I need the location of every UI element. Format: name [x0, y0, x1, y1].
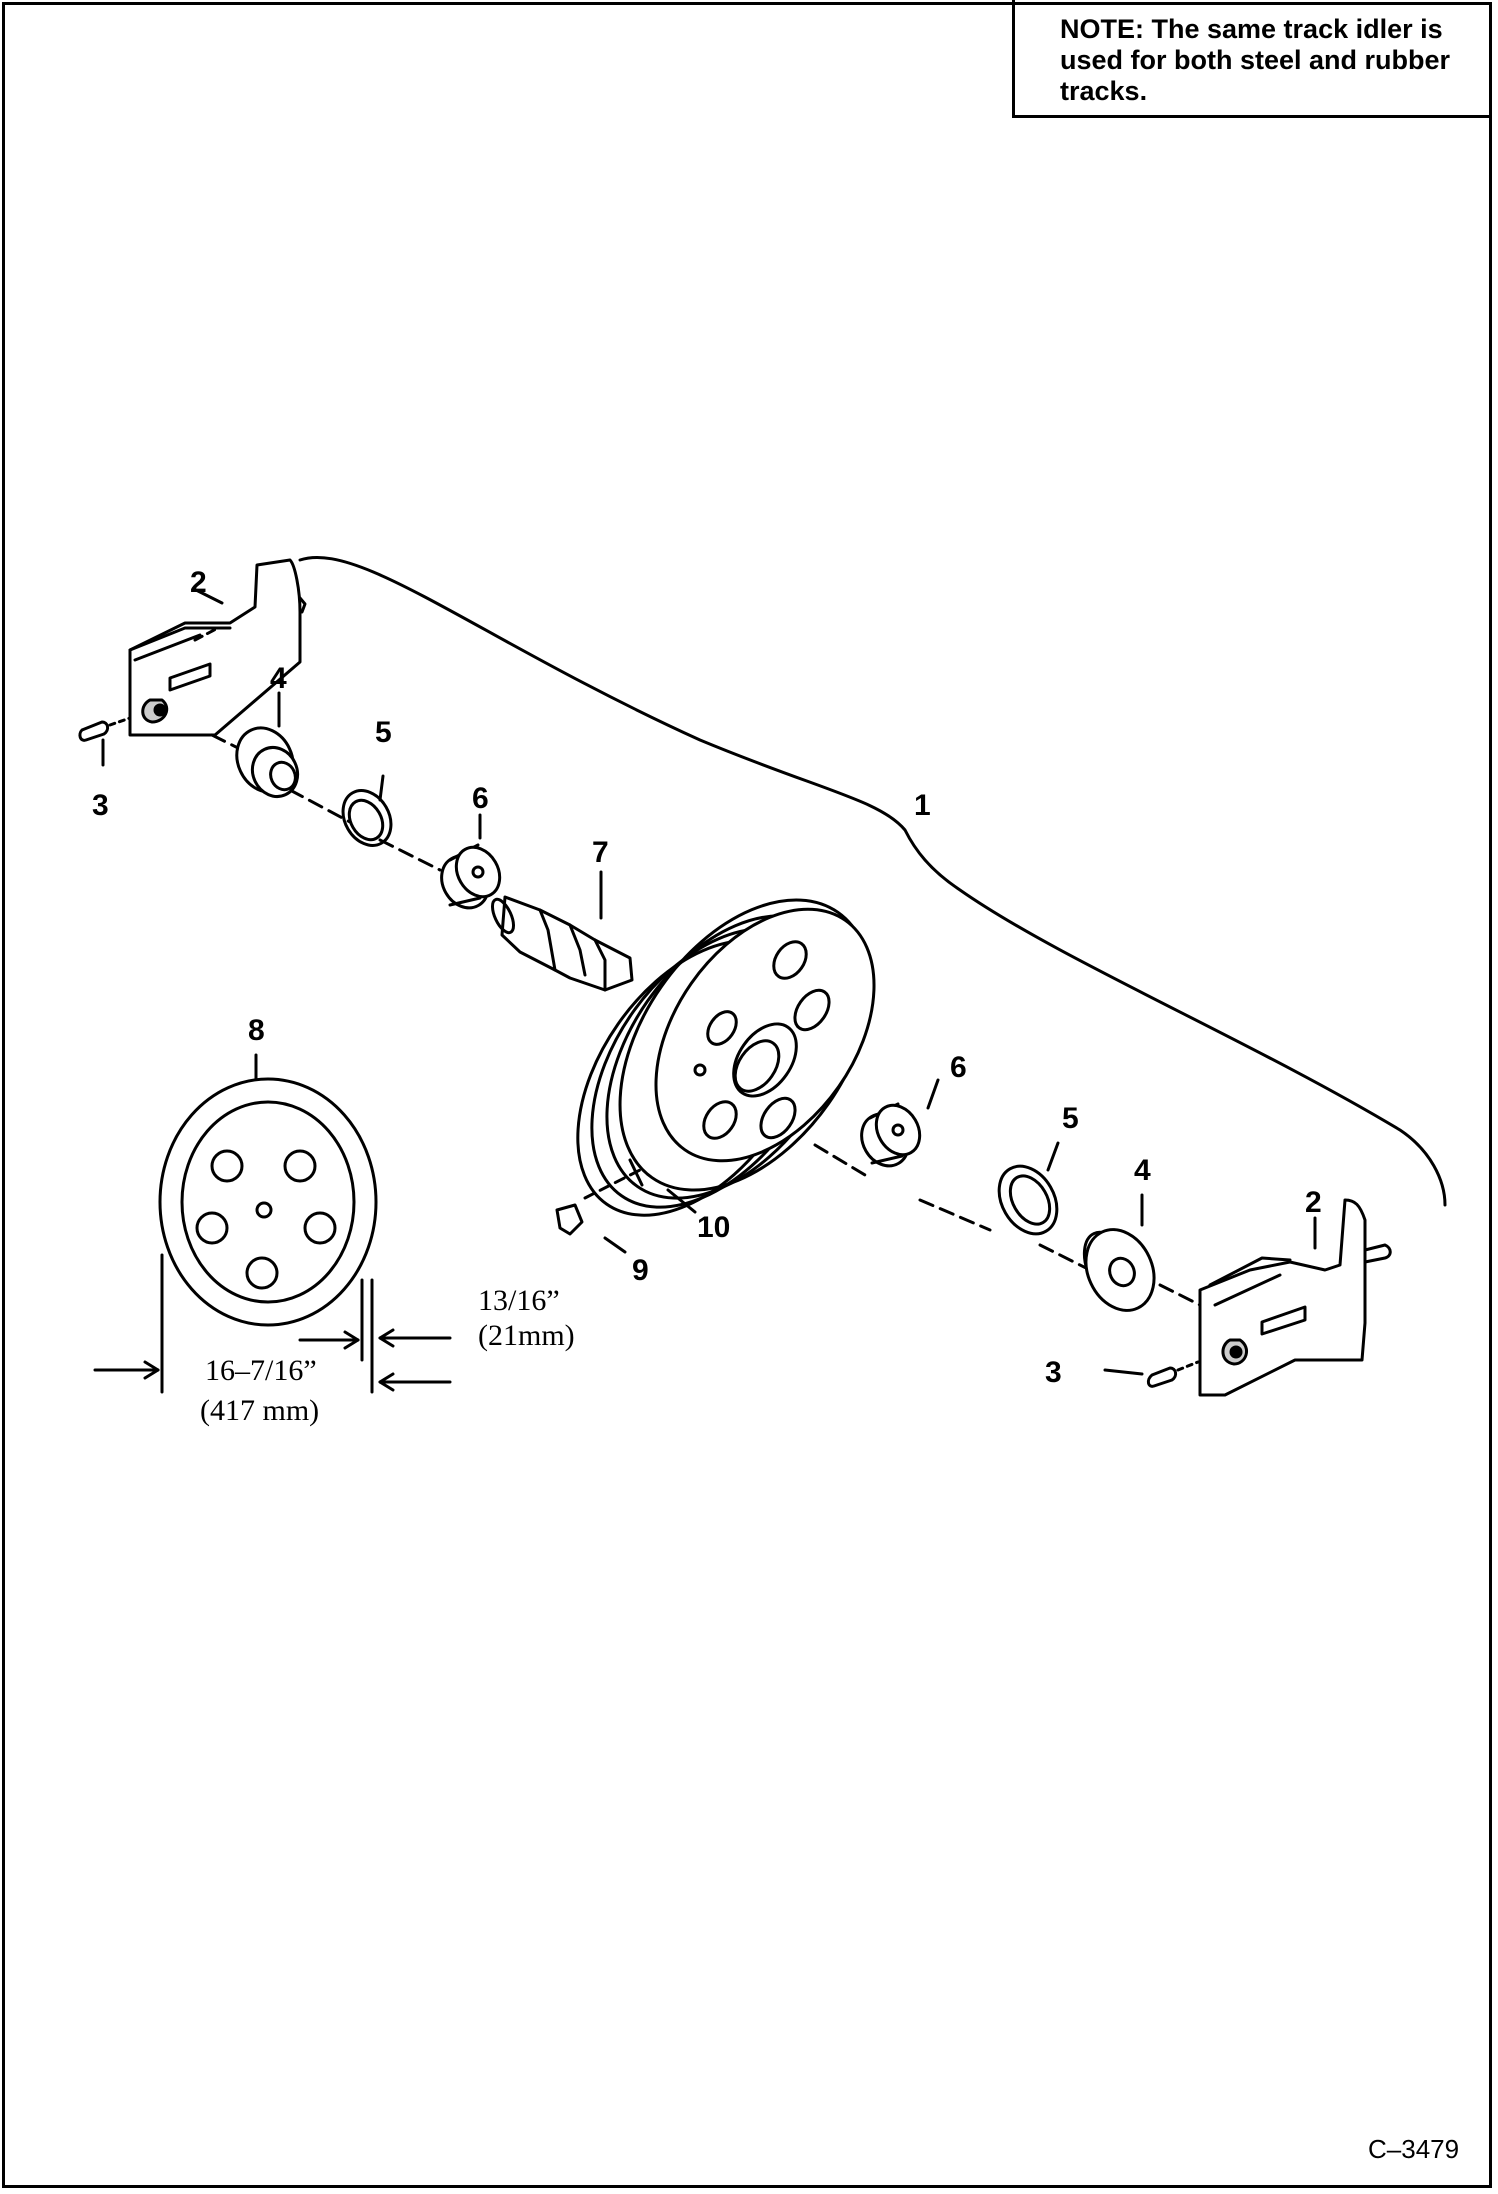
shaft	[490, 895, 634, 992]
callout-2-right: 2	[1305, 1186, 1322, 1219]
callout-10: 10	[697, 1211, 730, 1244]
idler-wheel	[576, 898, 876, 1217]
callout-3-left: 3	[92, 789, 109, 822]
callout-6-right: 6	[950, 1051, 967, 1084]
dimension-width-mm: (21mm)	[478, 1319, 575, 1352]
right-pin	[1146, 1366, 1178, 1388]
callout-1: 1	[914, 789, 931, 822]
callout-8: 8	[248, 1014, 265, 1047]
left-bearing	[440, 843, 502, 910]
callout-7: 7	[592, 836, 609, 869]
callout-2-left: 2	[190, 566, 207, 599]
callout-5-right: 5	[1062, 1102, 1079, 1135]
callout-4-left: 4	[270, 662, 287, 695]
callout-3-right: 3	[1045, 1356, 1062, 1389]
note-text: The same track idler is used for both st…	[1060, 14, 1451, 106]
callout-9: 9	[632, 1254, 649, 1287]
right-retaining-ring	[997, 1164, 1059, 1236]
axis-line-right	[813, 1143, 1212, 1312]
dimension-diameter-inches: 16–7/16”	[205, 1354, 317, 1387]
dimension-diameter-mm: (417 mm)	[200, 1394, 319, 1427]
callout-4-right: 4	[1134, 1154, 1151, 1187]
callout-6-left: 6	[472, 782, 489, 815]
callout-5-left: 5	[375, 716, 392, 749]
note-box: NOTE: The same track idler is used for b…	[1012, 0, 1490, 118]
left-pin	[78, 720, 110, 742]
left-seal	[235, 726, 300, 798]
right-bracket	[1198, 1198, 1392, 1397]
wheel-side-view	[158, 1077, 378, 1327]
dimension-width-inches: 13/16”	[478, 1284, 560, 1317]
drawing-number: C–3479	[1368, 2134, 1459, 2164]
note-label: NOTE:	[1060, 14, 1144, 44]
grease-fitting	[555, 1203, 584, 1236]
right-bearing	[860, 1102, 922, 1168]
assembly-brace	[298, 555, 1447, 1207]
left-bracket	[128, 558, 307, 737]
left-retaining-ring	[341, 789, 393, 847]
right-seal	[1082, 1228, 1156, 1312]
